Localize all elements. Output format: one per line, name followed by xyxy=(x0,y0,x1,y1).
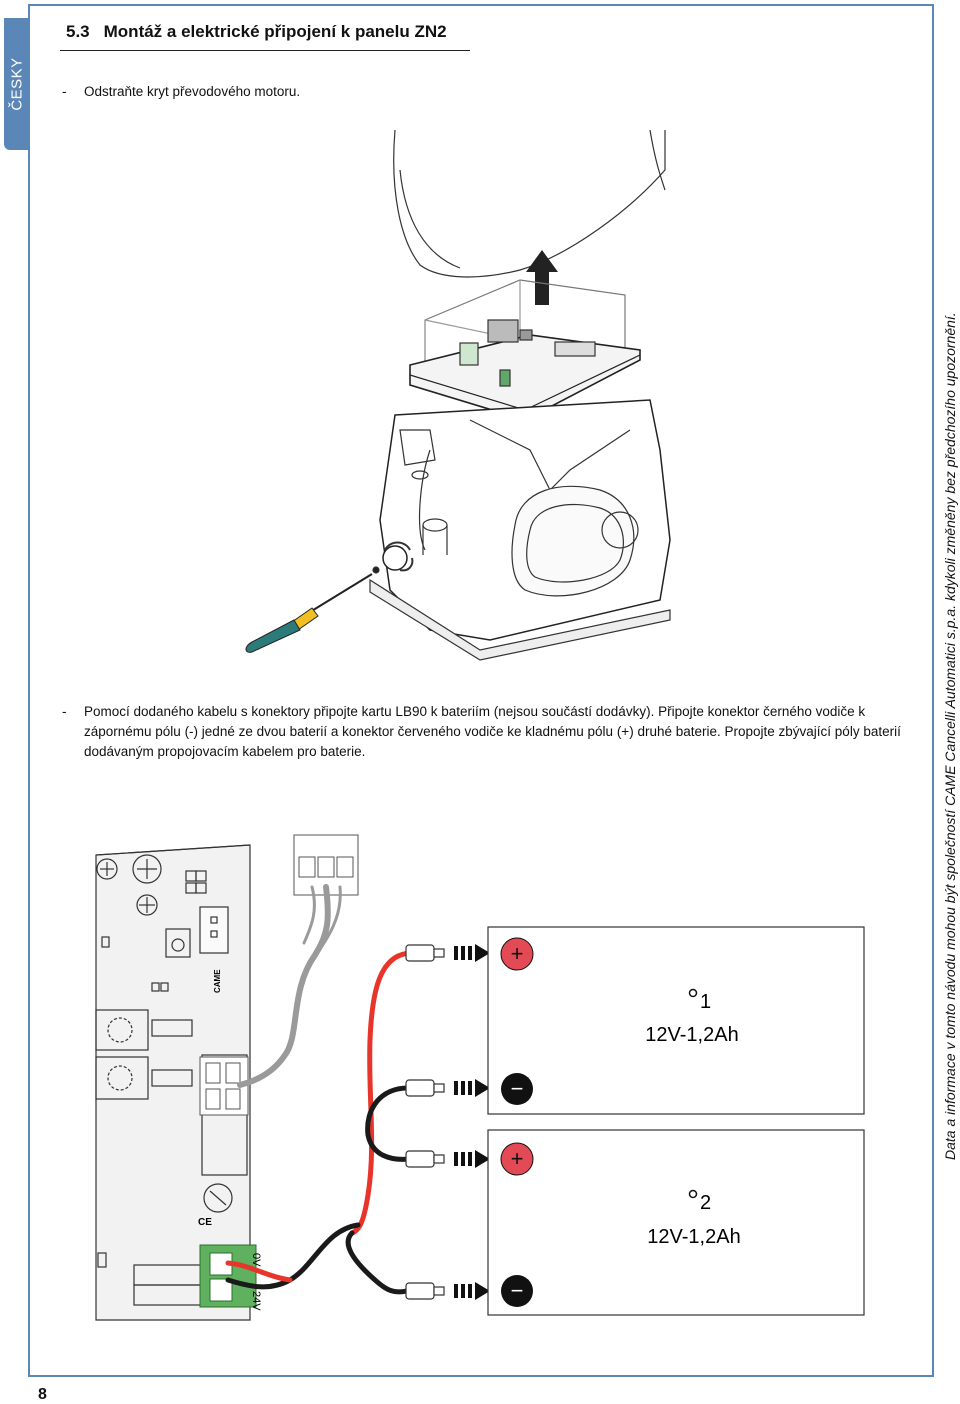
power-terminal xyxy=(199,1244,257,1308)
control-board xyxy=(95,844,251,1321)
battery-1-minus-pole: − xyxy=(501,1073,533,1105)
wiring-diagram: CAME CE 0V 24V xyxy=(95,834,865,1321)
disclaimer-note: Data a informace v tomto návodu mohou bý… xyxy=(942,312,958,1160)
svg-text:−: − xyxy=(511,1278,524,1303)
step-1-text: Odstraňte kryt převodového motoru. xyxy=(84,84,301,99)
screwdriver-icon xyxy=(245,573,373,653)
title-underline xyxy=(60,50,470,51)
battery-2-plus-pole: + xyxy=(500,1142,534,1176)
insertion-arrows xyxy=(454,944,490,1300)
connector-minus-1 xyxy=(405,1079,445,1097)
battery-1 xyxy=(487,926,865,1115)
battery-1-number: 1 xyxy=(700,991,711,1013)
black-wire-to-battery xyxy=(345,1230,413,1295)
connector-plus-2 xyxy=(405,1150,445,1168)
battery-1-plus-pole: + xyxy=(500,937,534,971)
battery-2 xyxy=(487,1129,865,1316)
step-2: - Pomocí dodaného kabelu s konektory při… xyxy=(62,702,914,762)
connector-plus-1 xyxy=(405,944,445,962)
grey-wire xyxy=(237,884,331,1088)
page-number: 8 xyxy=(38,1386,47,1403)
terminal-0v-label: 0V xyxy=(250,1253,262,1267)
step-2-dash: - xyxy=(62,704,67,719)
red-wire xyxy=(349,950,413,1236)
language-tab-label: ČESKY xyxy=(8,57,25,111)
svg-text:+: + xyxy=(511,1146,524,1171)
terminal-24v-label: 24V xyxy=(250,1291,262,1311)
step-1: - Odstraňte kryt převodového motoru. xyxy=(62,82,301,102)
page-frame xyxy=(28,4,934,1377)
gearmotor-illustration xyxy=(245,130,671,661)
ce-mark: CE xyxy=(198,1217,212,1228)
battery-1-label: 12V-1,2Ah xyxy=(645,1024,738,1046)
board-logo: CAME xyxy=(213,969,222,993)
svg-text:−: − xyxy=(511,1076,524,1101)
battery-2-label: 12V-1,2Ah xyxy=(647,1226,740,1248)
language-tab: ČESKY xyxy=(4,18,29,150)
battery-2-minus-pole: − xyxy=(501,1275,533,1307)
section-title-text: Montáž a elektrické připojení k panelu Z… xyxy=(103,22,447,41)
step-2-text: Pomocí dodaného kabelu s konektory připo… xyxy=(84,704,901,759)
step-1-dash: - xyxy=(62,84,67,99)
section-number: 5.3 xyxy=(66,22,90,41)
section-title: 5.3 Montáž a elektrické připojení k panel… xyxy=(66,22,447,42)
connector-minus-2 xyxy=(405,1282,445,1300)
svg-text:+: + xyxy=(511,941,524,966)
battery-2-number: 2 xyxy=(700,1192,711,1214)
top-connector xyxy=(293,834,359,896)
bridge-wire xyxy=(365,1085,413,1162)
